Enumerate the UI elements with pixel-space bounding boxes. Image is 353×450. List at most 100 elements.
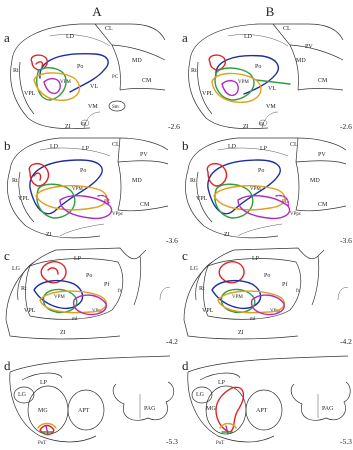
label-LG: LG [12, 266, 21, 272]
label-LD: LD [50, 144, 59, 150]
label-Po: Po [77, 64, 83, 70]
row-letter-c: c [4, 248, 10, 263]
coordinate-label: -4.2 [166, 337, 178, 346]
label-CL: CL [283, 26, 291, 32]
label-fr: fr [118, 289, 122, 294]
coordinate-label: -3.6 [340, 236, 352, 245]
trace-magenta [44, 79, 60, 94]
label-CM: CM [140, 202, 150, 208]
trace-green [44, 289, 77, 312]
label-LG: LG [18, 392, 27, 398]
label-ZI: ZI [243, 124, 249, 130]
label-LP: LP [82, 146, 90, 152]
label-Rt: Rt [21, 286, 27, 292]
label-Po: Po [264, 273, 270, 279]
coordinate-label: -2.6 [168, 122, 180, 131]
label-LD: LD [66, 34, 75, 40]
label-MD: MD [296, 58, 306, 64]
panel-b-column-b: b LD LP CL PV Po MD Rt VPL VPM PC VPpc C… [182, 138, 352, 245]
label-LP: LP [218, 380, 226, 386]
label-PV: PV [140, 152, 148, 158]
trace-magenta [222, 81, 238, 96]
label-MD: MD [132, 178, 142, 184]
coordinate-label: -5.3 [340, 437, 352, 446]
label-PC: PC [112, 75, 119, 80]
label-fr: fr [296, 289, 300, 294]
label-CM: CM [318, 78, 328, 84]
label-ml: ml [72, 317, 78, 322]
trace-red [219, 262, 244, 283]
label-Po: Po [80, 168, 86, 174]
panel-d-column-b: d LG LP MG APT PAG PoT -5.3 [182, 356, 352, 446]
label-PV: PV [318, 152, 326, 158]
label-LD: LD [244, 34, 253, 40]
trace-red-inner [48, 268, 58, 274]
label-ZI: ZI [46, 232, 52, 238]
label-Po: Po [258, 168, 264, 174]
panel-c-column-b: c LG LP Po Rt Pf fr VPM VPL VPpc ml ZI -… [182, 248, 352, 346]
label-MD: MD [132, 58, 142, 64]
row-letter-d: d [4, 358, 11, 373]
label-Rt: Rt [13, 68, 19, 74]
label-VPpc: VPpc [112, 212, 124, 217]
label-VL: VL [268, 86, 276, 92]
label-VPL: VPL [24, 91, 36, 97]
label-LP: LP [260, 146, 268, 152]
label-CL: CL [105, 26, 113, 32]
label-mt: mt [259, 122, 265, 127]
label-ZI: ZI [224, 232, 230, 238]
label-ml: ml [250, 317, 256, 322]
label-VPM: VPM [232, 295, 243, 300]
label-LG: LG [190, 266, 199, 272]
label-LD: LD [228, 144, 237, 150]
trace-red [207, 164, 226, 186]
label-APT: APT [256, 408, 268, 414]
label-MG: MG [206, 406, 216, 412]
label-PoT: PoT [38, 441, 46, 446]
label-CL: CL [112, 142, 120, 148]
label-Po: Po [255, 64, 261, 70]
label-LG: LG [196, 392, 205, 398]
trace-magenta [226, 426, 228, 434]
label-VPL: VPL [202, 91, 214, 97]
label-Rt: Rt [199, 286, 205, 292]
panel-b-column-a: b LD LP CL PV Po MD Rt VPL VPM PC VPpc C… [4, 138, 178, 245]
panel-a-column-b: a LD CL PV MD Po Rt VPL VPM VL CM VM mt … [182, 24, 352, 131]
label-VPL: VPL [196, 196, 208, 202]
label-CM: CM [142, 78, 152, 84]
label-CM: CM [318, 202, 328, 208]
row-letter-b: b [4, 138, 11, 153]
label-Rt: Rt [190, 178, 196, 184]
label-VPM: VPM [54, 295, 65, 300]
label-CL: CL [290, 142, 298, 148]
label-PAG: PAG [144, 406, 156, 412]
label-VM: VM [88, 104, 98, 110]
label-VPL: VPL [24, 308, 36, 314]
coordinate-label: -5.3 [166, 437, 178, 446]
panel-a-column-a: a LD CL MD Po Rt VPL VPM VL PC CM Sm VM … [4, 24, 180, 131]
label-ZI: ZI [65, 124, 71, 130]
label-Po: Po [86, 273, 92, 279]
label-LP: LP [40, 380, 48, 386]
coordinate-label: -4.2 [340, 337, 352, 346]
label-PV: PV [305, 44, 313, 50]
label-ZI: ZI [238, 330, 244, 336]
panel-d-column-a: d LG LP MG APT PAG PoT -5.3 [4, 356, 178, 446]
label-MD: MD [310, 178, 320, 184]
label-Rt: Rt [191, 68, 197, 74]
row-letter-b: b [182, 138, 189, 153]
column-label-a: A [92, 4, 102, 19]
label-LP: LP [252, 256, 260, 262]
label-VM: VM [266, 104, 276, 110]
panel-c-column-a: c LG LP Po Rt Pf fr VPM VPL VPpc ml ZI -… [4, 248, 178, 346]
trace-red [216, 387, 243, 432]
label-Pf: Pf [282, 281, 287, 288]
label-LP: LP [74, 256, 82, 262]
trace-green [222, 289, 255, 312]
row-letter-a: a [4, 30, 10, 45]
trace-magenta [46, 426, 48, 434]
row-letter-a: a [182, 30, 188, 45]
label-VPL: VPL [18, 196, 30, 202]
label-ZI: ZI [60, 330, 66, 336]
